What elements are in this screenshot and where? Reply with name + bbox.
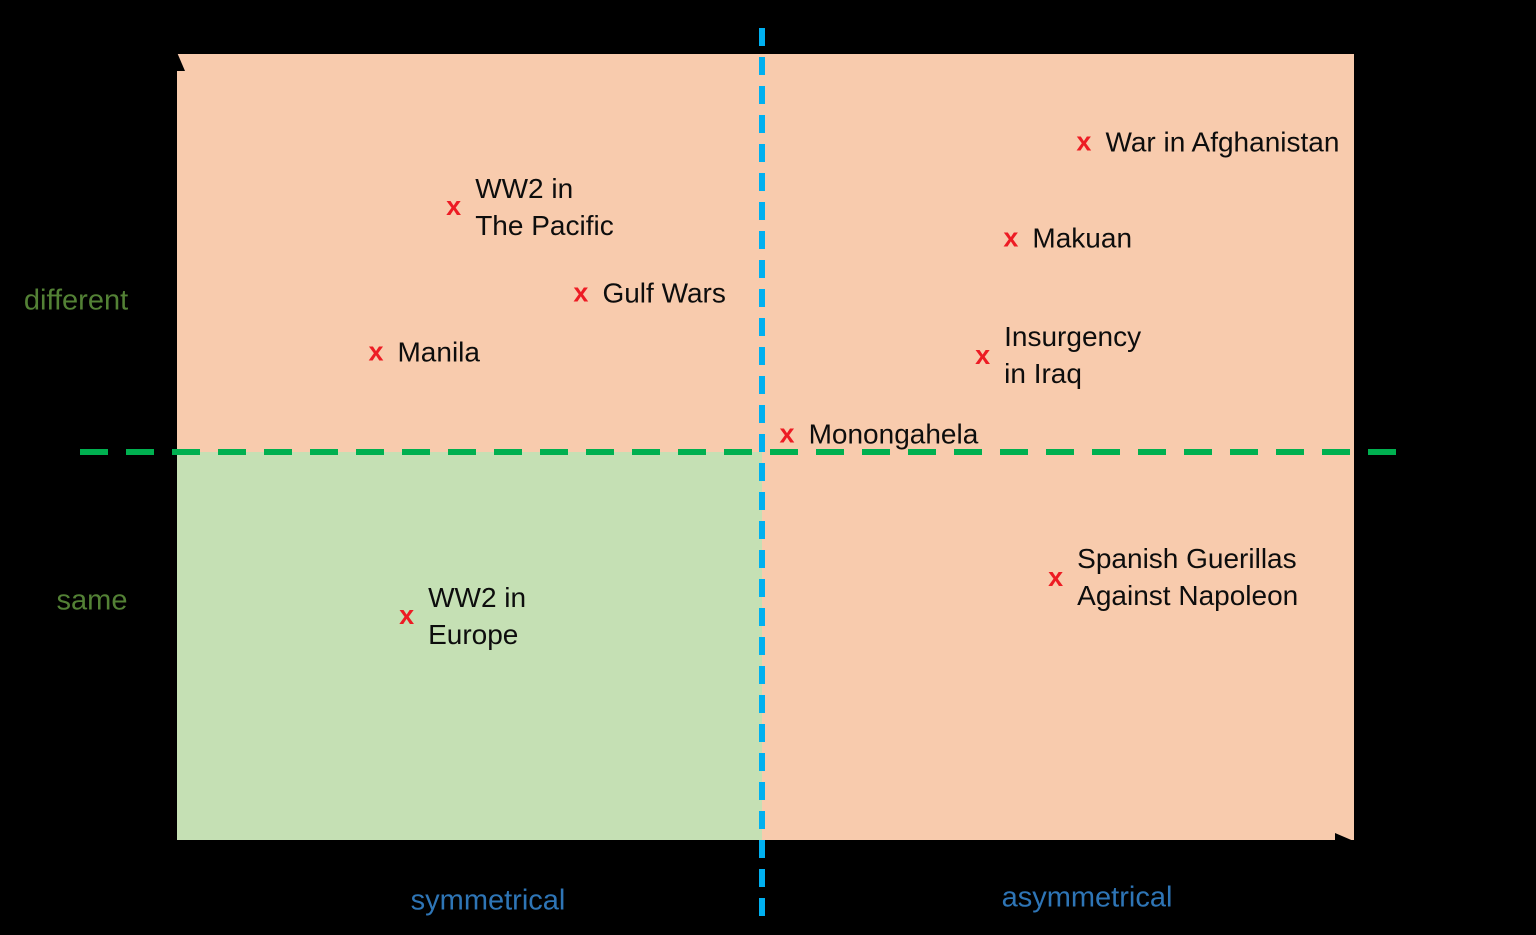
- data-point-label: Gulf Wars: [602, 277, 726, 309]
- x-marker-icon: x: [573, 277, 589, 308]
- y-axis-label-different: different: [23, 284, 129, 317]
- data-point: x Manila: [368, 333, 480, 370]
- data-point: x Insurgency in Iraq: [975, 318, 1141, 392]
- data-point-label: Spanish Guerillas Against Napoleon: [1077, 543, 1299, 612]
- quadrant-asymmetrical-different: [762, 54, 1354, 452]
- horizontal-divider-dashed-line: [80, 449, 1410, 455]
- data-point-label: WW2 in Europe: [428, 581, 527, 650]
- x-marker-icon: x: [1076, 126, 1092, 157]
- x-marker-icon: x: [779, 418, 795, 449]
- data-point-label: WW2 in The Pacific: [475, 172, 614, 241]
- x-axis-line: [176, 840, 1354, 843]
- x-marker-icon: x: [975, 339, 991, 370]
- x-marker-icon: x: [368, 336, 384, 367]
- data-point-label: Insurgency in Iraq: [1004, 321, 1142, 390]
- x-marker-icon: x: [399, 600, 415, 631]
- data-point: x War in Afghanistan: [1076, 124, 1339, 161]
- quadrant-symmetrical-different: [176, 54, 762, 452]
- x-axis-arrow-icon: [1335, 833, 1356, 851]
- x-marker-icon: x: [1048, 561, 1064, 592]
- data-point-label: War in Afghanistan: [1105, 126, 1340, 158]
- data-point-label: Manila: [397, 336, 480, 368]
- data-point: x Makuan: [1003, 219, 1132, 256]
- data-point: x Monongahela: [780, 415, 979, 452]
- y-axis-label-same: same: [56, 584, 128, 617]
- vertical-divider-dashed-line: [759, 28, 765, 918]
- data-point-label: Makuan: [1032, 222, 1133, 254]
- data-point: x Gulf Wars: [573, 274, 725, 311]
- data-point: x WW2 in Europe: [399, 579, 526, 653]
- data-point: x Spanish Guerillas Against Napoleon: [1048, 540, 1298, 614]
- quadrant-symmetrical-same: [176, 452, 762, 842]
- data-point-label: Monongahela: [808, 418, 979, 450]
- x-axis-label-symmetrical: symmetrical: [410, 884, 566, 917]
- data-point: x WW2 in The Pacific: [446, 170, 614, 244]
- x-axis-label-asymmetrical: asymmetrical: [1001, 881, 1173, 914]
- y-axis-arrow-icon: [167, 50, 185, 71]
- y-axis-line: [174, 54, 177, 842]
- quadrant-asymmetrical-same: [762, 452, 1354, 842]
- x-marker-icon: x: [1003, 222, 1019, 253]
- x-marker-icon: x: [446, 191, 462, 222]
